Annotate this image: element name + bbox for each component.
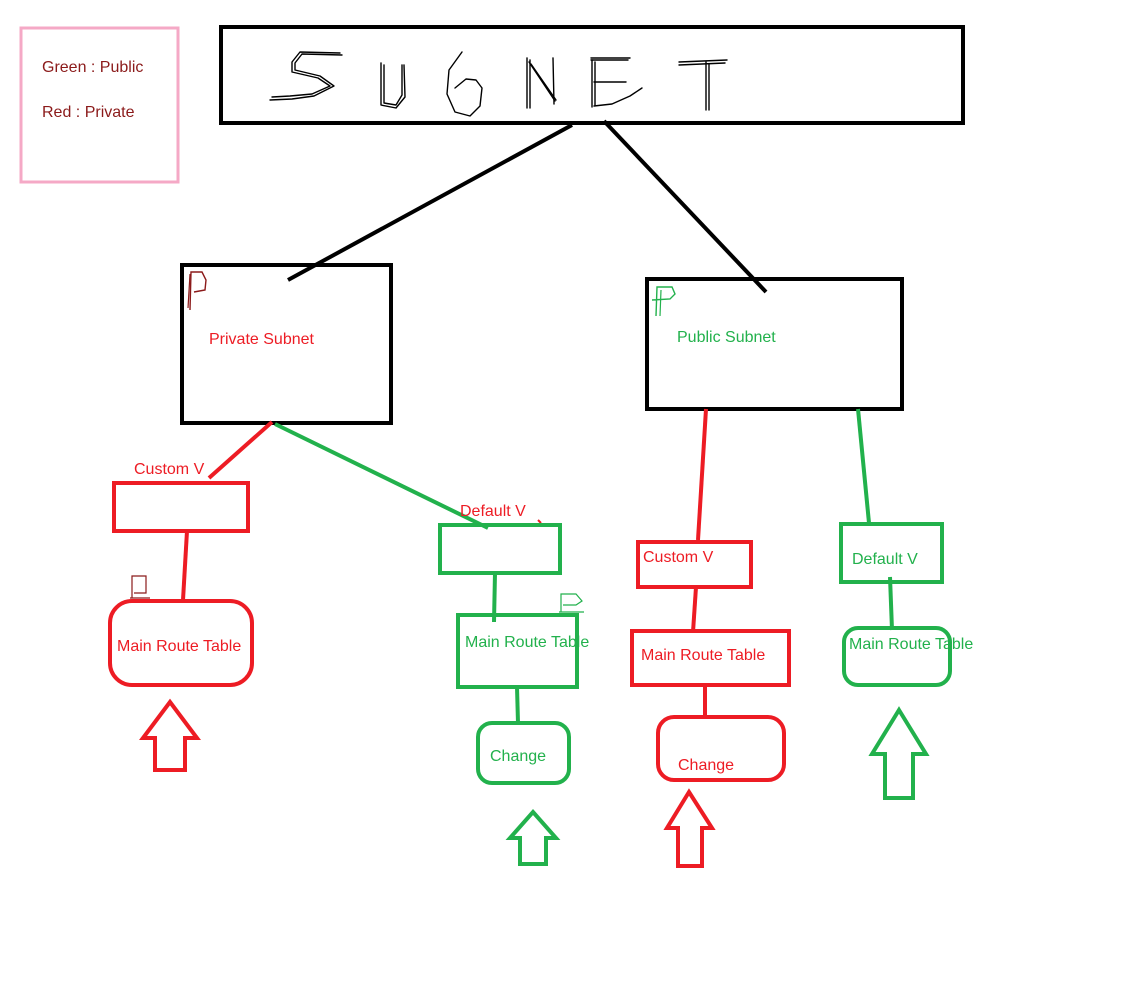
title-box	[219, 25, 965, 125]
public-custom-route-table-label: Main Route Table	[641, 647, 765, 664]
private-default-vpc-box	[438, 523, 562, 575]
private-custom-flag-glyph	[130, 575, 150, 599]
private-default-route-table-label: Main Route Table	[465, 634, 589, 651]
public-default-up-arrow	[868, 706, 930, 800]
private-default-flag-glyph	[559, 593, 584, 613]
legend-green-entry: Green : Public	[42, 59, 143, 76]
private-custom-route-table-label: Main Route Table	[117, 638, 241, 655]
private-default-route-table-box	[456, 613, 579, 689]
public-subnet-label: Public Subnet	[677, 329, 776, 346]
public-default-route-table-label: Main Route Table	[849, 636, 973, 653]
public-default-vpc-label: Default V	[852, 551, 918, 568]
private-default-up-arrow	[505, 808, 561, 866]
public-default-route-table-box	[842, 626, 952, 687]
connector-private-default	[274, 422, 489, 530]
private-default-vpc-label: Default V	[460, 503, 526, 520]
legend-red-entry: Red : Private	[42, 104, 135, 121]
public-p-glyph	[651, 286, 676, 317]
private-default-change-label: Change	[490, 748, 546, 765]
public-custom-vpc-label: Custom V	[643, 549, 714, 566]
public-custom-up-arrow	[663, 788, 716, 868]
private-custom-up-arrow	[139, 698, 201, 772]
private-custom-vpc-box	[112, 481, 250, 533]
private-default-change-box	[476, 721, 571, 785]
legend: Green : Public Red : Private	[19, 26, 180, 184]
connector-public-custom	[696, 408, 708, 541]
connector-title-public	[602, 119, 768, 294]
private-custom-vpc-label: Custom V	[134, 461, 205, 478]
public-custom-change-label: Change	[678, 757, 734, 774]
handwritten-title	[269, 51, 728, 117]
private-subnet-box: Private Subnet	[180, 263, 393, 425]
connector-public-custom-route	[691, 586, 698, 633]
private-p-glyph	[189, 271, 207, 311]
public-subnet-box: Public Subnet	[645, 277, 904, 411]
connector-public-default	[856, 408, 871, 524]
public-custom-change-box	[656, 715, 786, 782]
connector-public-default-route	[888, 576, 894, 631]
connector-private-custom-route	[181, 530, 189, 601]
connector-title-private	[287, 123, 573, 282]
legend-box	[19, 26, 180, 184]
public-custom-route-table-box	[630, 629, 791, 687]
private-custom-route-table-box	[108, 599, 254, 687]
connector-private-default-change	[515, 686, 520, 724]
connector-private-custom	[207, 420, 274, 480]
private-subnet-label: Private Subnet	[209, 331, 315, 348]
